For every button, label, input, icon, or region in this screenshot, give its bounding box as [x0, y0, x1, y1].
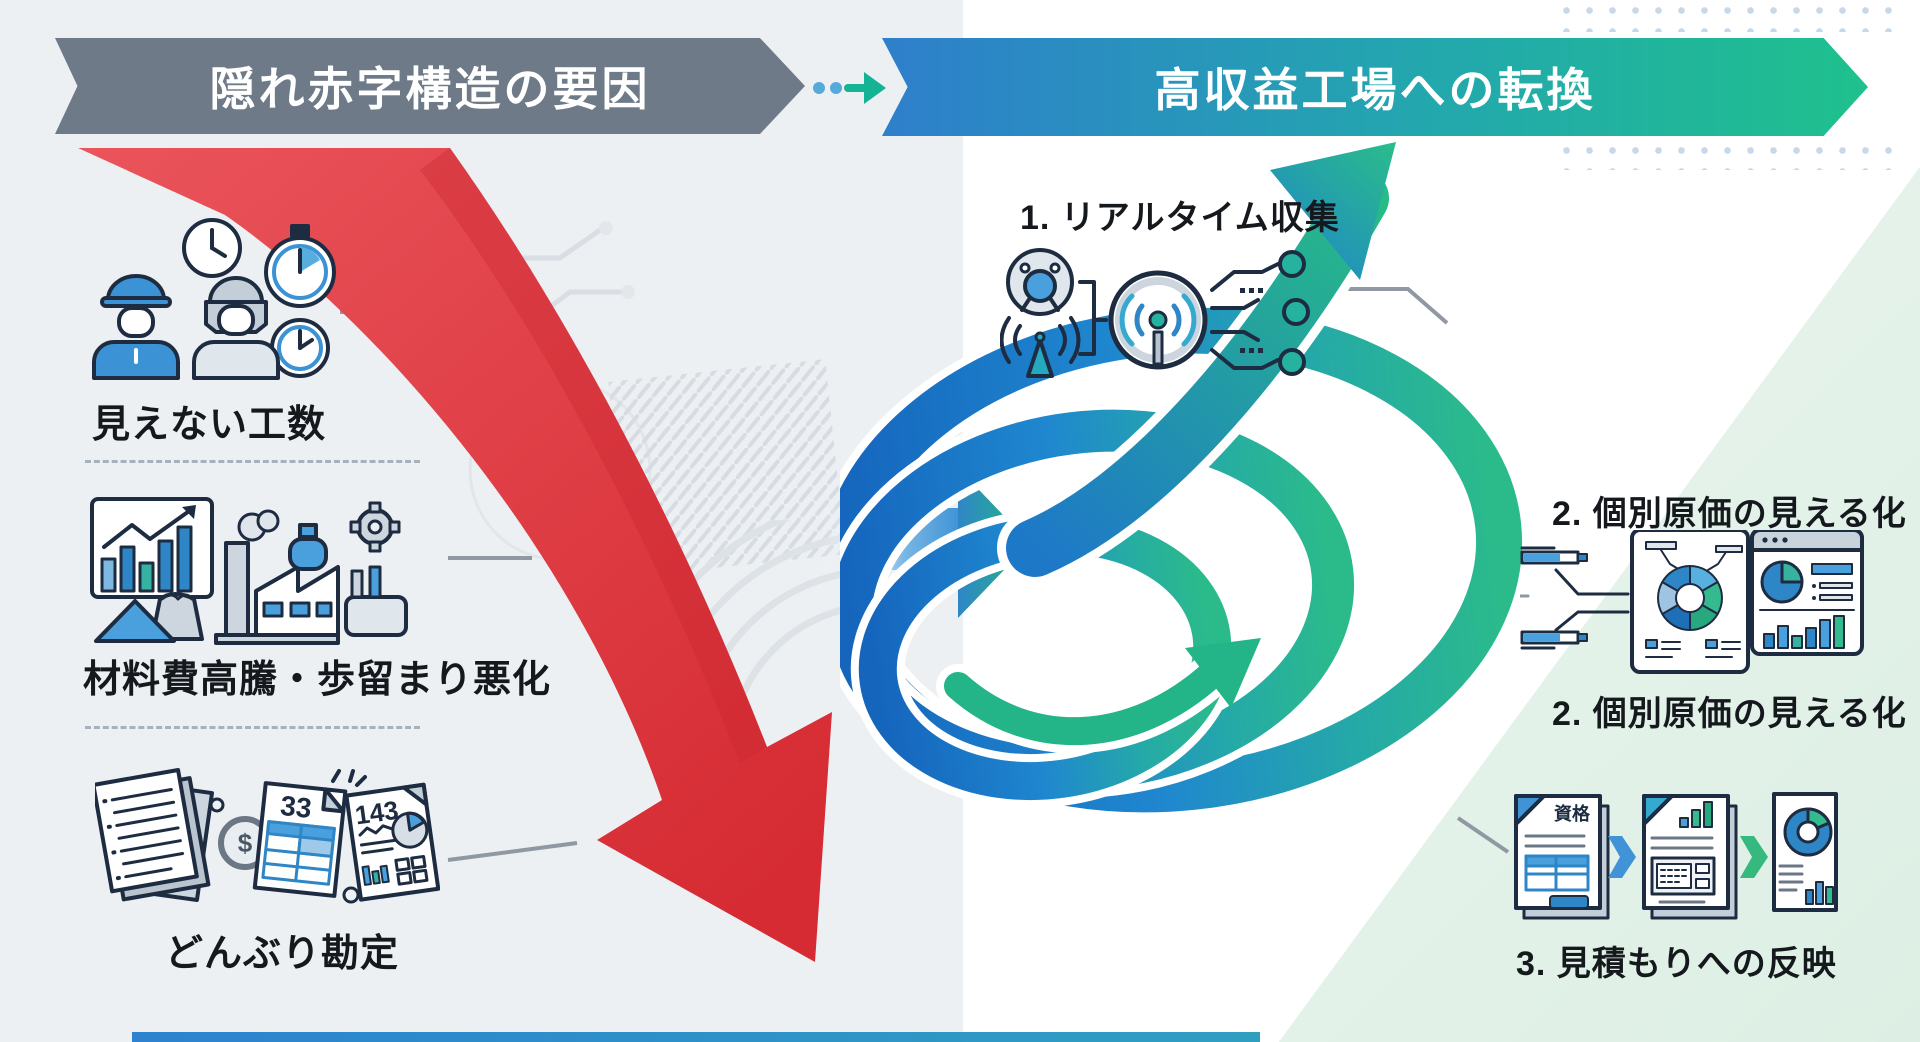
cause-label-rough-accounting: どんぶり勘定 [165, 933, 400, 975]
estimate-documents-flow-icons: 資格 [1514, 792, 1838, 920]
dashed-divider-2 [85, 726, 420, 729]
step-label-estimate-reflection: 3. 見積もりへの反映 [1516, 945, 1837, 983]
banner-hidden-deficit: 隠れ赤字構造の要因 [55, 38, 805, 134]
workers-and-clocks-icon [92, 218, 336, 380]
bottom-accent-bar [132, 1032, 1260, 1042]
banner-high-profit: 高収益工場への転換 [882, 38, 1868, 136]
dot-grid-decoration-bottom [1555, 140, 1905, 170]
dot-grid-decoration-top [1555, 0, 1905, 32]
banner-left-label: 隠れ赤字構造の要因 [209, 63, 651, 115]
cause-label-material-costs: 材料費高騰・歩留まり悪化 [83, 659, 552, 701]
doc-number-33: 33 [279, 790, 313, 824]
step-label-cost-visibility-upper: 2. 個別原価の見える化 [1552, 495, 1907, 533]
rough-accounting-documents-icon: $ 33 143 [95, 768, 440, 904]
sensor-collection-icons [1000, 248, 1310, 378]
bottom-green-arrow [936, 638, 1261, 754]
banner-right-label: 高収益工場への転換 [1154, 64, 1596, 116]
rising-arrow [997, 142, 1398, 586]
cost-dashboard-icons [1520, 530, 1864, 674]
dashed-divider-1 [85, 460, 420, 463]
money-symbol: $ [238, 828, 253, 858]
doc-tag-shikaku: 資格 [1554, 803, 1591, 824]
dotted-transition-arrow-icon [813, 72, 886, 104]
red-decline-arrow [78, 148, 832, 962]
cause-label-invisible-manhours: 見えない工数 [92, 404, 327, 446]
step-label-realtime-collection: 1. リアルタイム収集 [1020, 199, 1340, 237]
materials-factory-chart-icon [90, 497, 408, 645]
step-label-cost-visibility-lower: 2. 個別原価の見える化 [1552, 695, 1907, 733]
